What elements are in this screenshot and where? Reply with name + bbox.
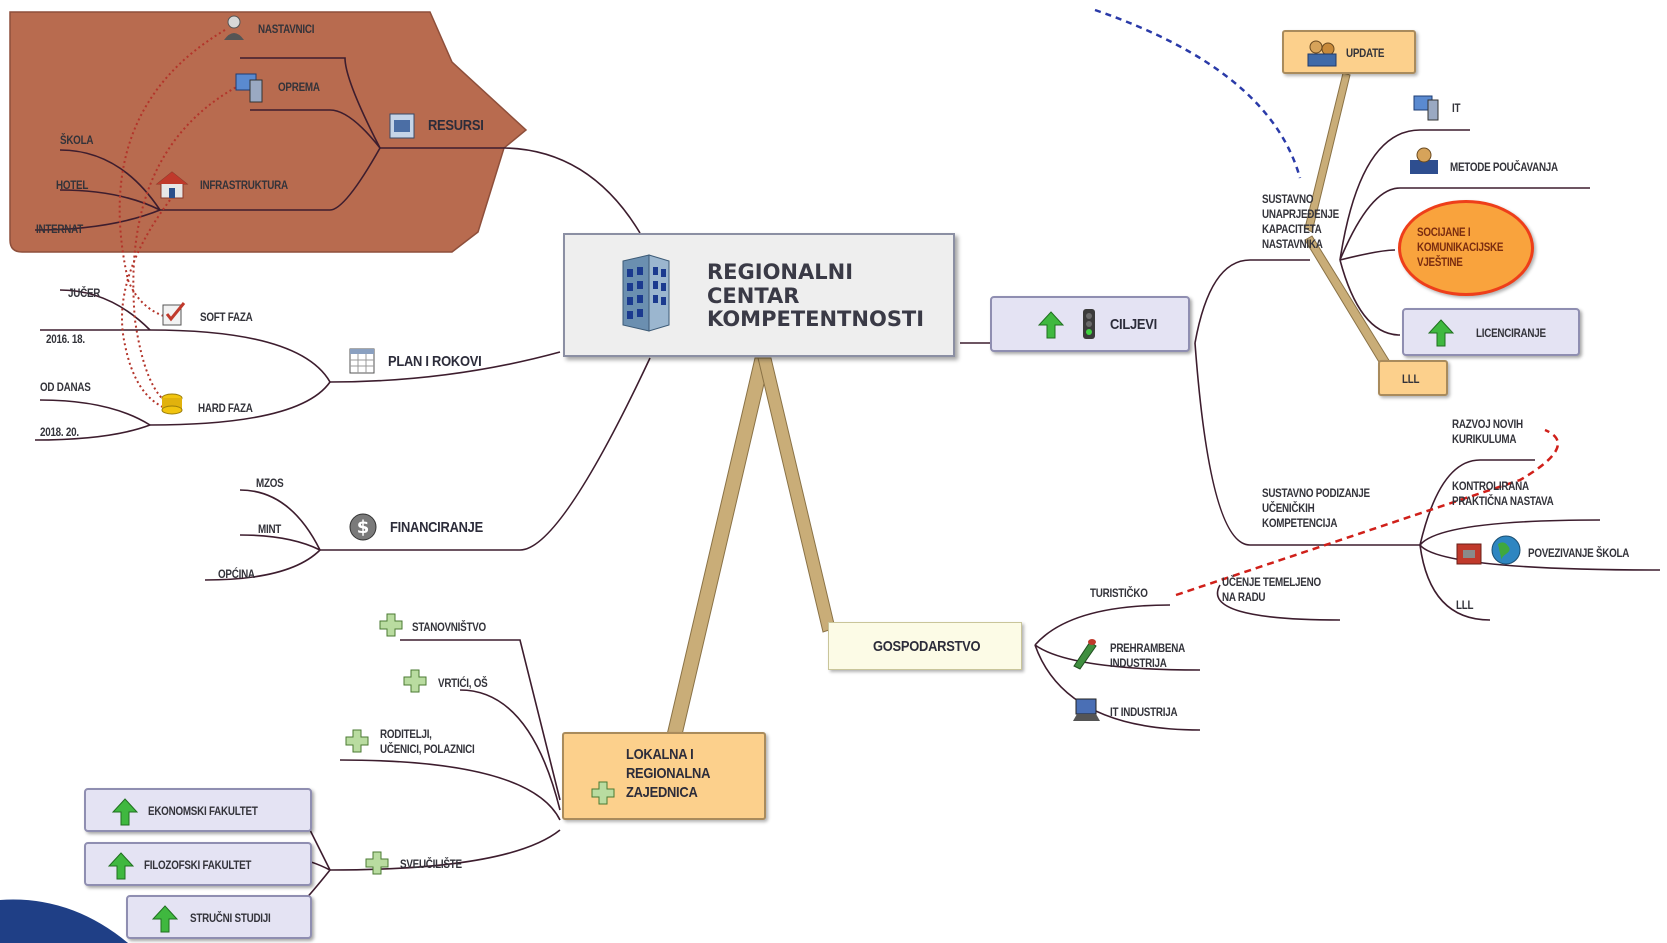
wedge-update <box>1304 72 1351 233</box>
ucenici-label[interactable]: SUSTAVNO PODIZANJE UČENIČKIH KOMPETENCIJ… <box>1262 486 1370 530</box>
gospodarstvo-item-prehrambena[interactable]: PREHRAMBENA INDUSTRIJA <box>1110 641 1185 670</box>
resources-icon <box>389 113 415 139</box>
svg-text:$: $ <box>357 517 370 538</box>
nastavnici-label[interactable]: SUSTAVNO UNAPRJEĐENJE KAPACITETA NASTAVN… <box>1262 192 1339 251</box>
person-icon <box>224 15 244 40</box>
central-title: REGIONALNI CENTAR KOMPETENTNOSTI <box>707 260 925 332</box>
licenciranje-node[interactable]: LICENCIRANJE <box>1402 308 1580 356</box>
corner-swoosh <box>0 899 128 943</box>
ciljevi-label: CILJEVI <box>1110 316 1157 333</box>
wedge-lll <box>1304 235 1396 373</box>
zajednica-item-stanovnistvo[interactable]: STANOVNIŠTVO <box>412 620 486 634</box>
up-arrow-icon <box>1428 319 1454 347</box>
food-icon <box>1073 639 1097 670</box>
update-node[interactable]: UPDATE <box>1282 30 1416 74</box>
gospodarstvo-item-turisticko[interactable]: TURISTIČKO <box>1090 586 1148 600</box>
sveuciliste-item-filozofski[interactable]: FILOZOFSKI FAKULTET <box>84 842 312 886</box>
dashed-red-relation <box>1175 428 1560 597</box>
dotted-red-relation-1 <box>118 29 226 319</box>
central-topic[interactable]: REGIONALNI CENTAR KOMPETENTNOSTI <box>563 233 955 357</box>
zajednica-item-roditelji[interactable]: RODITELJI, UČENICI, POLAZNICI <box>380 727 475 756</box>
resursi-region <box>9 11 528 253</box>
wedge-gospodarstvo <box>757 357 836 633</box>
infra-item-skola[interactable]: ŠKOLA <box>60 133 94 147</box>
ucenici-item-ucenje[interactable]: UČENJE TEMELJENO NA RADU <box>1222 575 1321 604</box>
infra-item-internat[interactable]: INTERNAT <box>36 222 84 236</box>
wedge-zajednica <box>662 357 771 753</box>
teacher-icon <box>1410 147 1438 174</box>
ucenici-item-povezivanje[interactable]: POVEZIVANJE ŠKOLA <box>1528 546 1630 560</box>
plus-icon <box>403 669 427 693</box>
dotted-red-relation-2 <box>132 84 241 406</box>
fin-item-mzos[interactable]: MZOS <box>256 476 284 490</box>
dotted-red-relation-3 <box>121 199 171 409</box>
up-arrow-icon <box>152 905 178 933</box>
resursi-item-infrastruktura[interactable]: INFRASTRUKTURA <box>200 178 288 192</box>
sveuciliste-item-ekonomski[interactable]: EKONOMSKI FAKULTET <box>84 788 312 832</box>
soft-date-jucer: JUČER <box>68 286 101 300</box>
ucenici-item-kontrolirana[interactable]: KONTROLIRANA PRAKTIČNA NASTAVA <box>1452 479 1554 508</box>
nastavnici-item-it[interactable]: IT <box>1452 101 1461 115</box>
globe-icon <box>1491 535 1521 565</box>
gospodarstvo-node[interactable]: GOSPODARSTVO <box>828 622 1022 670</box>
strucni-label: STRUČNI STUDIJI <box>190 911 271 925</box>
plan-soft-faza[interactable]: SOFT FAZA <box>200 310 253 324</box>
gospodarstvo-label: GOSPODARSTVO <box>873 638 981 655</box>
up-arrow-icon <box>108 852 134 880</box>
plan-label[interactable]: PLAN I ROKOVI <box>388 353 482 370</box>
fin-item-opcina[interactable]: OPĆINA <box>218 567 255 581</box>
zajednica-label: LOKALNA I REGIONALNA ZAJEDNICA <box>626 746 711 801</box>
gospodarstvo-item-it[interactable]: IT INDUSTRIJA <box>1110 705 1178 719</box>
update-label: UPDATE <box>1346 46 1385 60</box>
people-icon <box>1307 40 1337 67</box>
branch-lines <box>34 57 1661 906</box>
plus-icon <box>365 851 389 875</box>
resursi-item-oprema[interactable]: OPREMA <box>278 80 320 94</box>
dashed-blue-relation <box>1094 8 1302 179</box>
fin-item-mint[interactable]: MINT <box>258 522 282 536</box>
hard-date-2018: 2018. 20. <box>40 425 79 439</box>
plus-icon <box>591 781 615 805</box>
coins-icon <box>161 393 183 415</box>
resursi-label[interactable]: RESURSI <box>428 117 484 134</box>
dollar-icon: $ <box>349 513 377 541</box>
ekonomski-label: EKONOMSKI FAKULTET <box>148 804 258 818</box>
soft-date-2016: 2016. 18. <box>46 332 85 346</box>
filozofski-label: FILOZOFSKI FAKULTET <box>144 858 252 872</box>
resursi-item-nastavnici[interactable]: NASTAVNICI <box>258 22 315 36</box>
socijalne-vjestine-node[interactable]: SOCIJANE I KOMUNIKACIJSKE VJEŠTINE <box>1398 200 1534 296</box>
up-arrow-icon <box>112 798 138 826</box>
plus-icon <box>345 729 369 753</box>
infra-item-hotel[interactable]: HOTEL <box>56 178 89 192</box>
calendar-icon <box>349 348 375 374</box>
building-icon <box>622 254 670 332</box>
traffic-light-icon <box>1083 309 1095 339</box>
plan-hard-faza[interactable]: HARD FAZA <box>198 401 253 415</box>
lll-label: LLL <box>1402 372 1420 386</box>
licenciranje-label: LICENCIRANJE <box>1476 326 1546 340</box>
up-arrow-icon <box>1038 311 1064 339</box>
computer-icon <box>1413 95 1439 121</box>
plus-icon <box>379 613 403 637</box>
sveuciliste-item-strucni[interactable]: STRUČNI STUDIJI <box>126 895 312 939</box>
nastavnici-item-metode[interactable]: METODE POUČAVANJA <box>1450 160 1558 174</box>
school-icon <box>1456 543 1482 565</box>
zajednica-item-vrtici[interactable]: VRTIĆI, OŠ <box>438 676 488 690</box>
financiranje-label[interactable]: FINANCIRANJE <box>390 519 483 536</box>
lll-node-nastavnici[interactable]: LLL <box>1378 360 1448 396</box>
computer-icon <box>235 73 263 103</box>
hard-date-od-danas: OD DANAS <box>40 380 91 394</box>
zajednica-node[interactable]: LOKALNA I REGIONALNA ZAJEDNICA <box>562 732 766 820</box>
laptop-icon <box>1073 698 1100 721</box>
ucenici-item-razvoj[interactable]: RAZVOJ NOVIH KURIKULUMA <box>1452 417 1523 446</box>
socijalne-label: SOCIJANE I KOMUNIKACIJSKE VJEŠTINE <box>1417 225 1504 269</box>
house-icon <box>155 171 189 199</box>
ucenici-item-lll[interactable]: LLL <box>1456 598 1474 612</box>
zajednica-item-sveuciliste[interactable]: SVEUČILIŠTE <box>400 857 462 871</box>
checklist-icon <box>162 302 186 326</box>
ciljevi-node[interactable]: CILJEVI <box>990 296 1190 352</box>
